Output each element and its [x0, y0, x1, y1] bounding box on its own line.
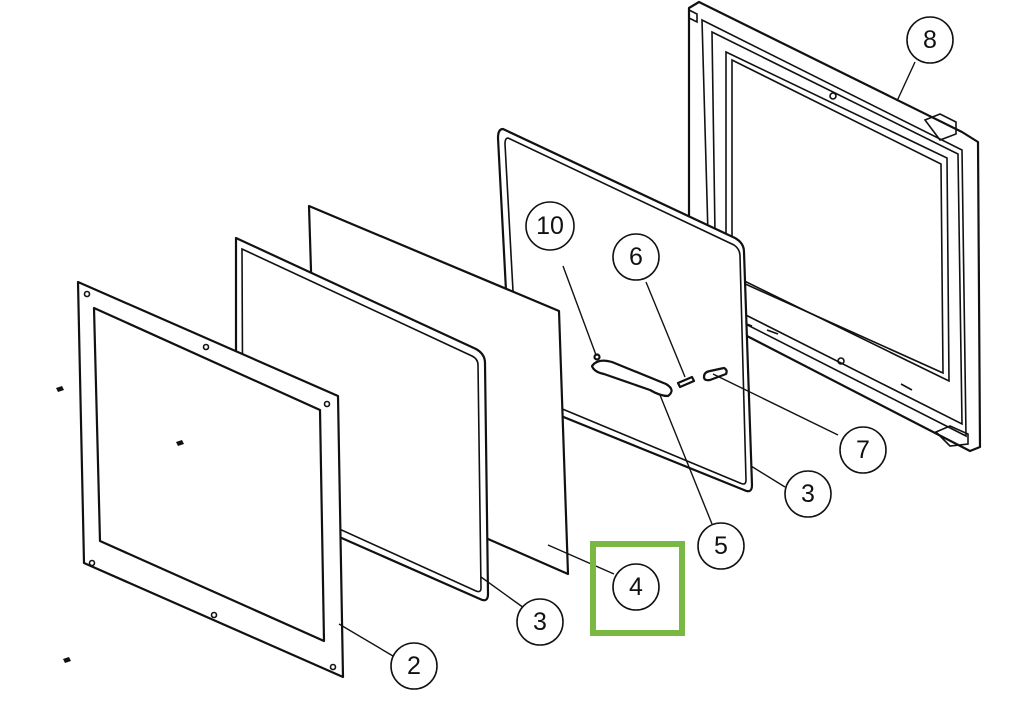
balloon-8: 8 — [906, 16, 954, 64]
balloon-7-label: 7 — [856, 436, 870, 464]
loose-screws — [56, 386, 184, 663]
balloon-2-label: 2 — [407, 652, 421, 680]
balloon-3-rear: 3 — [784, 470, 832, 518]
balloon-4-label: 4 — [629, 573, 643, 601]
balloon-6: 6 — [612, 233, 660, 281]
balloon-7: 7 — [839, 426, 887, 474]
pin-7 — [702, 366, 728, 382]
front-frame — [76, 280, 345, 679]
balloon-3-front: 3 — [516, 598, 564, 646]
pin-6 — [676, 375, 696, 389]
balloon-4: 4 — [612, 563, 660, 611]
balloon-3-rear-label: 3 — [801, 480, 815, 508]
balloon-10: 10 — [525, 201, 575, 251]
balloon-3-front-label: 3 — [533, 608, 547, 636]
rear-frame — [687, 0, 982, 453]
balloon-5: 5 — [697, 522, 745, 570]
highlight-box — [590, 541, 685, 636]
screw — [593, 353, 601, 361]
balloon-5-label: 5 — [714, 532, 728, 560]
balloon-2: 2 — [390, 642, 438, 690]
balloon-10-label: 10 — [536, 212, 564, 240]
balloon-8-label: 8 — [923, 26, 937, 54]
balloon-6-label: 6 — [629, 243, 643, 271]
spring-clip — [590, 359, 673, 398]
leader-lines — [338, 61, 916, 657]
